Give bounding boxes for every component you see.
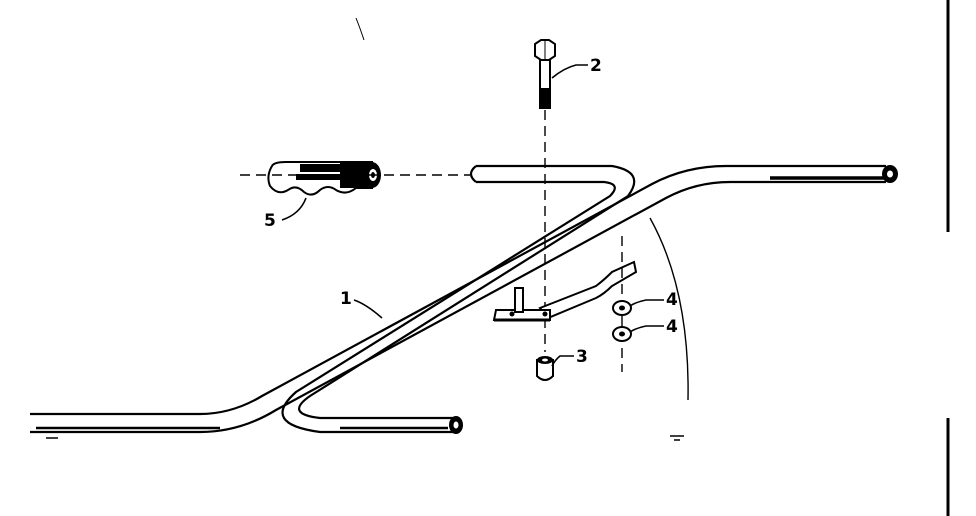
washers [612,300,632,342]
callout-part-2: 2 [590,56,602,76]
callout-part-4-lower: 4 [666,317,678,337]
callout-part-5: 5 [264,211,276,231]
callout-part-4-upper: 4 [666,290,678,310]
hand-grip [267,161,381,196]
mounting-bracket [492,260,638,322]
scan-artifacts [46,435,684,441]
upper-handle [281,164,636,434]
bolt [534,39,556,109]
nut [536,356,554,381]
handle-bar [30,164,898,434]
border-marks [355,0,950,516]
shadow-curve [649,217,689,401]
leader-lines [281,64,664,367]
callout-part-1: 1 [340,289,352,309]
callout-part-3: 3 [576,347,588,367]
